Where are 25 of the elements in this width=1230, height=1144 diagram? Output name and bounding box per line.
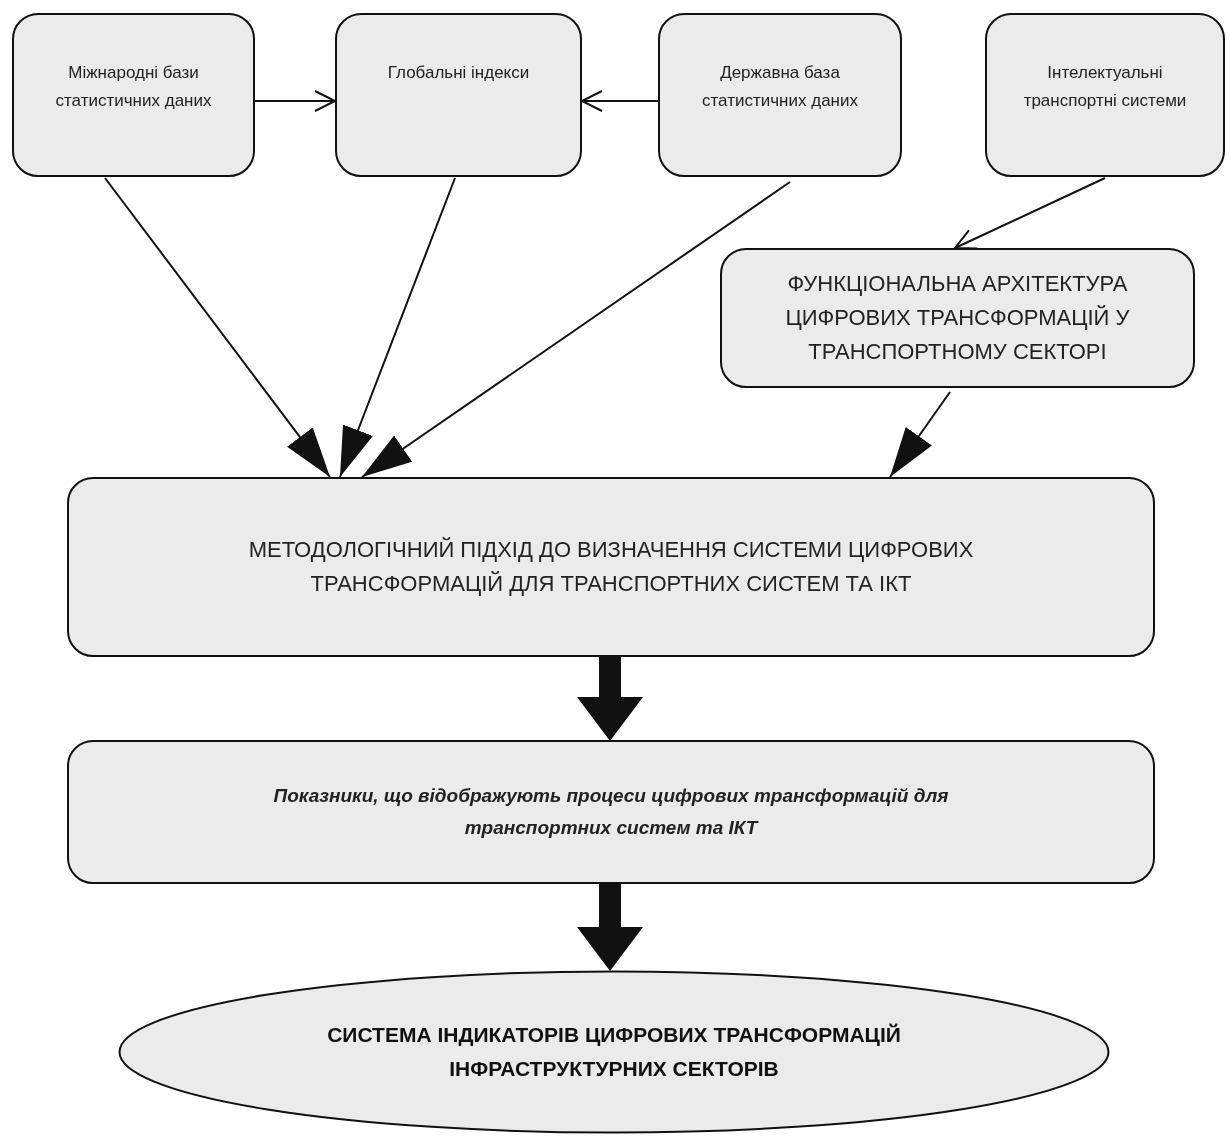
node-text: Глобальні індекси (386, 62, 531, 84)
node-text: ФУНКЦІОНАЛЬНА АРХІТЕКТУРА ЦИФРОВИХ ТРАНСФОРМАЦІЙ У ТРАНСПОРТНОМУ СЕКТОРІ (784, 270, 1131, 366)
arrow (339, 177, 456, 478)
arrow (254, 90, 336, 112)
process-box (67, 740, 1155, 884)
arrow (104, 177, 331, 478)
arrow (889, 391, 951, 478)
node-text: Державна база статистичних даних (701, 62, 859, 112)
process-box (658, 13, 902, 177)
node-text: СИСТЕМА ІНДИКАТОРІВ ЦИФРОВИХ ТРАНСФОРМАЦІЙ ІНФРАСТРУКТУРНИХ СЕКТОРІВ (326, 1022, 902, 1082)
process-box (720, 248, 1195, 388)
process-box (335, 13, 582, 177)
node-text: Показники, що відображують процеси цифрових трансформацій для транспортних систем та ІКТ (272, 784, 950, 840)
node-text: Міжнародні бази статистичних даних (54, 62, 213, 112)
process-box (985, 13, 1225, 177)
block-arrow (577, 657, 643, 741)
process-box (12, 13, 255, 177)
ellipse-node (118, 970, 1110, 1134)
node-text: Інтелектуальні транспортні системи (1022, 62, 1188, 112)
block-arrow (577, 884, 643, 971)
process-box (67, 477, 1155, 657)
node-text: МЕТОДОЛОГІЧНИЙ ПІДХІД ДО ВИЗНАЧЕННЯ СИСТЕМИ ЦИФРОВИХ ТРАНСФОРМАЦІЙ ДЛЯ ТРАНСПОРТНИХ СИСТЕМ ТА ІКТ (247, 536, 975, 598)
arrow (581, 90, 659, 112)
arrow (361, 181, 791, 478)
arrow (954, 177, 1106, 250)
